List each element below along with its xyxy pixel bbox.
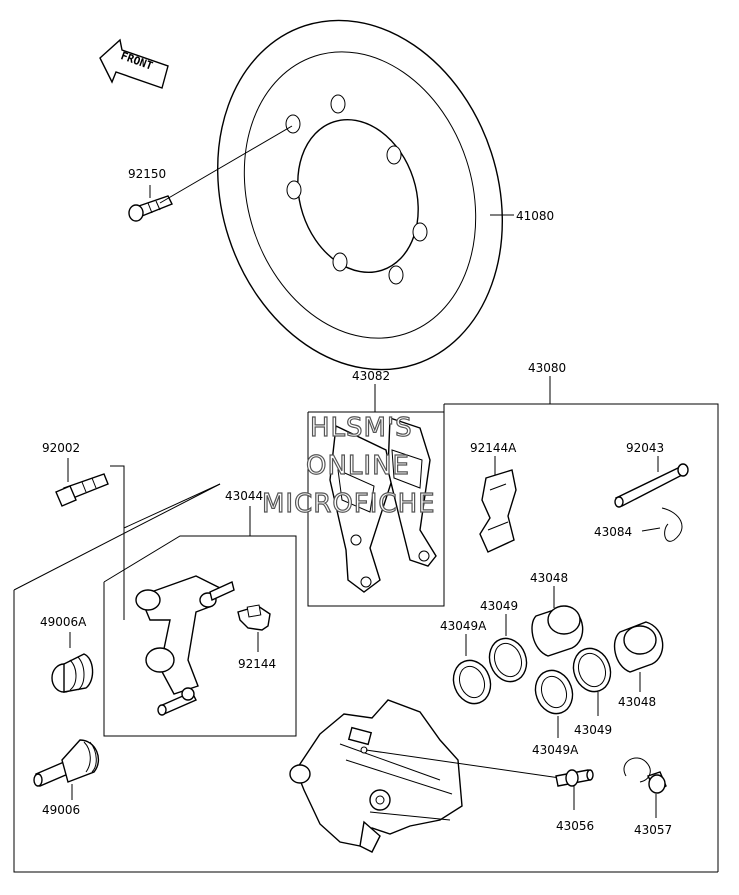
label-43049-top: 43049 — [480, 599, 518, 613]
dust-seal-bottom[interactable] — [530, 665, 579, 719]
label-43057: 43057 — [634, 823, 672, 837]
brake-pad-right[interactable] — [387, 417, 437, 567]
watermark: HLSM'S ONLINE MICROFICHE — [261, 412, 436, 519]
label-92144: 92144 — [238, 657, 276, 671]
label-43048-top: 43048 — [530, 571, 568, 585]
pad-pin[interactable] — [614, 463, 689, 508]
brake-disc[interactable] — [174, 0, 547, 407]
label-43049A-bottom: 43049A — [532, 743, 579, 757]
label-43084: 43084 — [594, 525, 632, 539]
piston-seal-top[interactable] — [484, 633, 533, 687]
label-92144A: 92144A — [470, 441, 517, 455]
pin-boot[interactable] — [33, 739, 99, 787]
label-49006: 49006 — [42, 803, 80, 817]
caliper-body[interactable] — [289, 699, 463, 853]
label-43080: 43080 — [528, 361, 566, 375]
pad-spring[interactable] — [479, 469, 517, 553]
piston-seal-bottom[interactable] — [568, 643, 617, 697]
label-92002: 92002 — [42, 441, 80, 455]
bracket-clip[interactable] — [237, 604, 271, 631]
piston-right[interactable] — [613, 621, 664, 673]
caliper-bracket[interactable] — [135, 575, 235, 716]
label-43044: 43044 — [225, 489, 263, 503]
piston-top[interactable] — [531, 605, 584, 657]
label-92150: 92150 — [128, 167, 166, 181]
bleeder-cap[interactable] — [623, 757, 667, 794]
watermark-line-3: MICROFICHE — [262, 489, 436, 519]
watermark-line-2: ONLINE — [306, 451, 410, 481]
label-49006A: 49006A — [40, 615, 87, 629]
rubber-boot[interactable] — [51, 653, 94, 693]
label-43056: 43056 — [556, 819, 594, 833]
watermark-line-1: HLSM'S — [310, 413, 413, 443]
label-43049-bottom: 43049 — [574, 723, 612, 737]
bleeder-valve[interactable] — [555, 769, 594, 787]
label-43082: 43082 — [352, 369, 390, 383]
label-92043: 92043 — [626, 441, 664, 455]
label-43048-right: 43048 — [618, 695, 656, 709]
pin-clip[interactable] — [661, 507, 683, 542]
label-43049A-top: 43049A — [440, 619, 487, 633]
dust-seal-top[interactable] — [448, 655, 497, 709]
label-41080: 41080 — [516, 209, 554, 223]
front-direction-arrow-icon: FRONT — [99, 38, 169, 89]
caliper-bolt[interactable] — [55, 473, 109, 507]
